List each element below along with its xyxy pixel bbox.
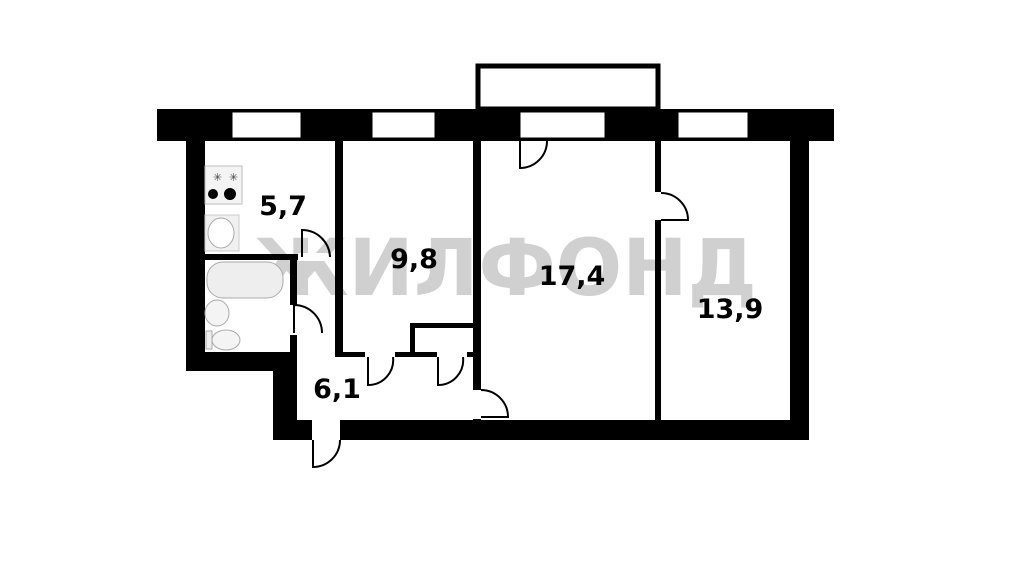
bathtub-icon	[206, 261, 284, 299]
balcony	[475, 63, 661, 112]
windows	[231, 111, 749, 139]
room-area-large: 17,4	[539, 261, 606, 292]
washbasin-icon	[204, 299, 230, 327]
room-area-right: 13,9	[697, 294, 764, 325]
burner-icon: ✳	[213, 171, 222, 184]
room-area-hallway: 6,1	[313, 374, 361, 405]
room-area-small: 9,8	[390, 244, 438, 275]
kitchen-fixtures: ✳ ✳	[204, 165, 243, 252]
burner-icon: ✳	[229, 171, 238, 184]
bathroom-fixtures	[204, 261, 284, 351]
toilet-icon	[211, 329, 241, 351]
room-area-kitchen: 5,7	[259, 191, 307, 222]
door-swings	[293, 140, 690, 469]
watermark: ЖИЛФОНД	[253, 224, 757, 314]
